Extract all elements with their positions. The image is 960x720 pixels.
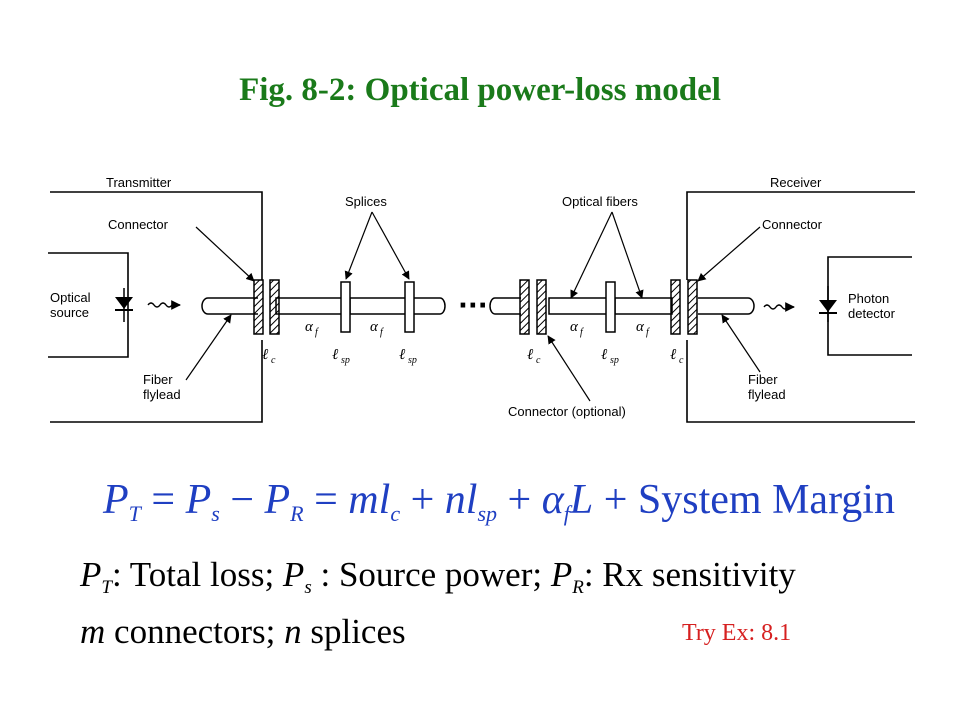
fiber-segment-5	[548, 297, 608, 315]
power-loss-diagram: Transmitter Receiver Optical source Phot…	[48, 175, 915, 423]
fiber-segment-4	[489, 297, 521, 315]
transmitter-label: Transmitter	[106, 175, 172, 190]
svg-text:sp: sp	[341, 355, 350, 366]
led-diode-icon	[115, 288, 133, 322]
page-title: Fig. 8-2: Optical power-loss model	[239, 72, 721, 108]
symbol-alpha-f-4: α f	[636, 319, 650, 338]
svg-text:f: f	[315, 327, 319, 338]
svg-text:α: α	[305, 319, 314, 335]
fiber-left	[201, 297, 258, 315]
ellipsis-gap: ···	[458, 291, 488, 321]
fiber-flylead-left-label-2: flylead	[143, 387, 181, 402]
svg-text:ℓ: ℓ	[332, 347, 338, 363]
fiber-segment-1	[275, 297, 343, 315]
svg-text:sp: sp	[610, 355, 619, 366]
symbol-lc-1: ℓ c	[262, 347, 276, 366]
connector-1a	[253, 279, 264, 335]
connector-1b	[269, 279, 280, 335]
svg-text:f: f	[380, 327, 384, 338]
connector-2b	[536, 279, 547, 335]
svg-text:α: α	[370, 319, 379, 335]
definitions-line-1: PT: Total loss; Ps : Source power; PR: R…	[80, 555, 796, 598]
fiber-segment-2	[349, 297, 407, 315]
connector-3b	[687, 279, 698, 335]
symbol-lc-3: ℓ c	[670, 347, 684, 366]
svg-text:f: f	[580, 327, 584, 338]
symbol-alpha-f-1: α f	[305, 319, 319, 338]
svg-text:ℓ: ℓ	[262, 347, 268, 363]
symbol-alpha-f-2: α f	[370, 319, 384, 338]
connector-2a	[519, 279, 530, 335]
svg-text:c: c	[679, 355, 684, 366]
symbol-alpha-f-3: α f	[570, 319, 584, 338]
symbol-lsp-3: ℓ sp	[601, 347, 619, 366]
splices-label: Splices	[345, 194, 387, 209]
emission-arrow-icon	[147, 300, 181, 310]
try-example-note: Try Ex: 8.1	[682, 620, 792, 646]
svg-text:ℓ: ℓ	[601, 347, 607, 363]
incident-light-arrow-icon	[763, 302, 795, 312]
symbol-lsp-2: ℓ sp	[399, 347, 417, 366]
fiber-flylead-left-label-1: Fiber	[143, 372, 173, 387]
fiber-segment-3	[414, 297, 446, 315]
receiver-label: Receiver	[770, 175, 822, 190]
splice-2	[404, 281, 415, 333]
svg-text:c: c	[271, 355, 276, 366]
svg-text:c: c	[536, 355, 541, 366]
photodiode-icon	[819, 286, 837, 322]
splice-1	[340, 281, 351, 333]
photon-detector-label-2: detector	[848, 306, 896, 321]
transmitter-box	[50, 191, 263, 423]
svg-text:ℓ: ℓ	[527, 347, 533, 363]
svg-text:α: α	[570, 319, 579, 335]
optical-source-label-2: source	[50, 305, 89, 320]
power-budget-equation: PT = Ps − PR = mlc + nlsp + αfL + System…	[103, 477, 895, 526]
svg-text:α: α	[636, 319, 645, 335]
connector-right-label: Connector	[762, 217, 823, 232]
connector-left-label: Connector	[108, 217, 169, 232]
fiber-segment-6	[614, 297, 673, 315]
splice-3	[605, 281, 616, 333]
fiber-right	[698, 297, 755, 315]
symbol-lc-2: ℓ c	[527, 347, 541, 366]
svg-text:ℓ: ℓ	[670, 347, 676, 363]
connector-optional-label: Connector (optional)	[508, 404, 626, 419]
fiber-flylead-right-label-2: flylead	[748, 387, 786, 402]
optical-source-box	[48, 252, 129, 358]
svg-text:ℓ: ℓ	[399, 347, 405, 363]
optical-fibers-label: Optical fibers	[562, 194, 638, 209]
receiver-box	[686, 191, 915, 423]
connector-3a	[670, 279, 681, 335]
photon-detector-label-1: Photon	[848, 291, 889, 306]
fiber-flylead-right-label-1: Fiber	[748, 372, 778, 387]
svg-text:sp: sp	[408, 355, 417, 366]
optical-source-label-1: Optical	[50, 290, 91, 305]
svg-text:f: f	[646, 327, 650, 338]
symbol-lsp-1: ℓ sp	[332, 347, 350, 366]
definitions-line-2: m connectors; n splices	[80, 612, 406, 651]
